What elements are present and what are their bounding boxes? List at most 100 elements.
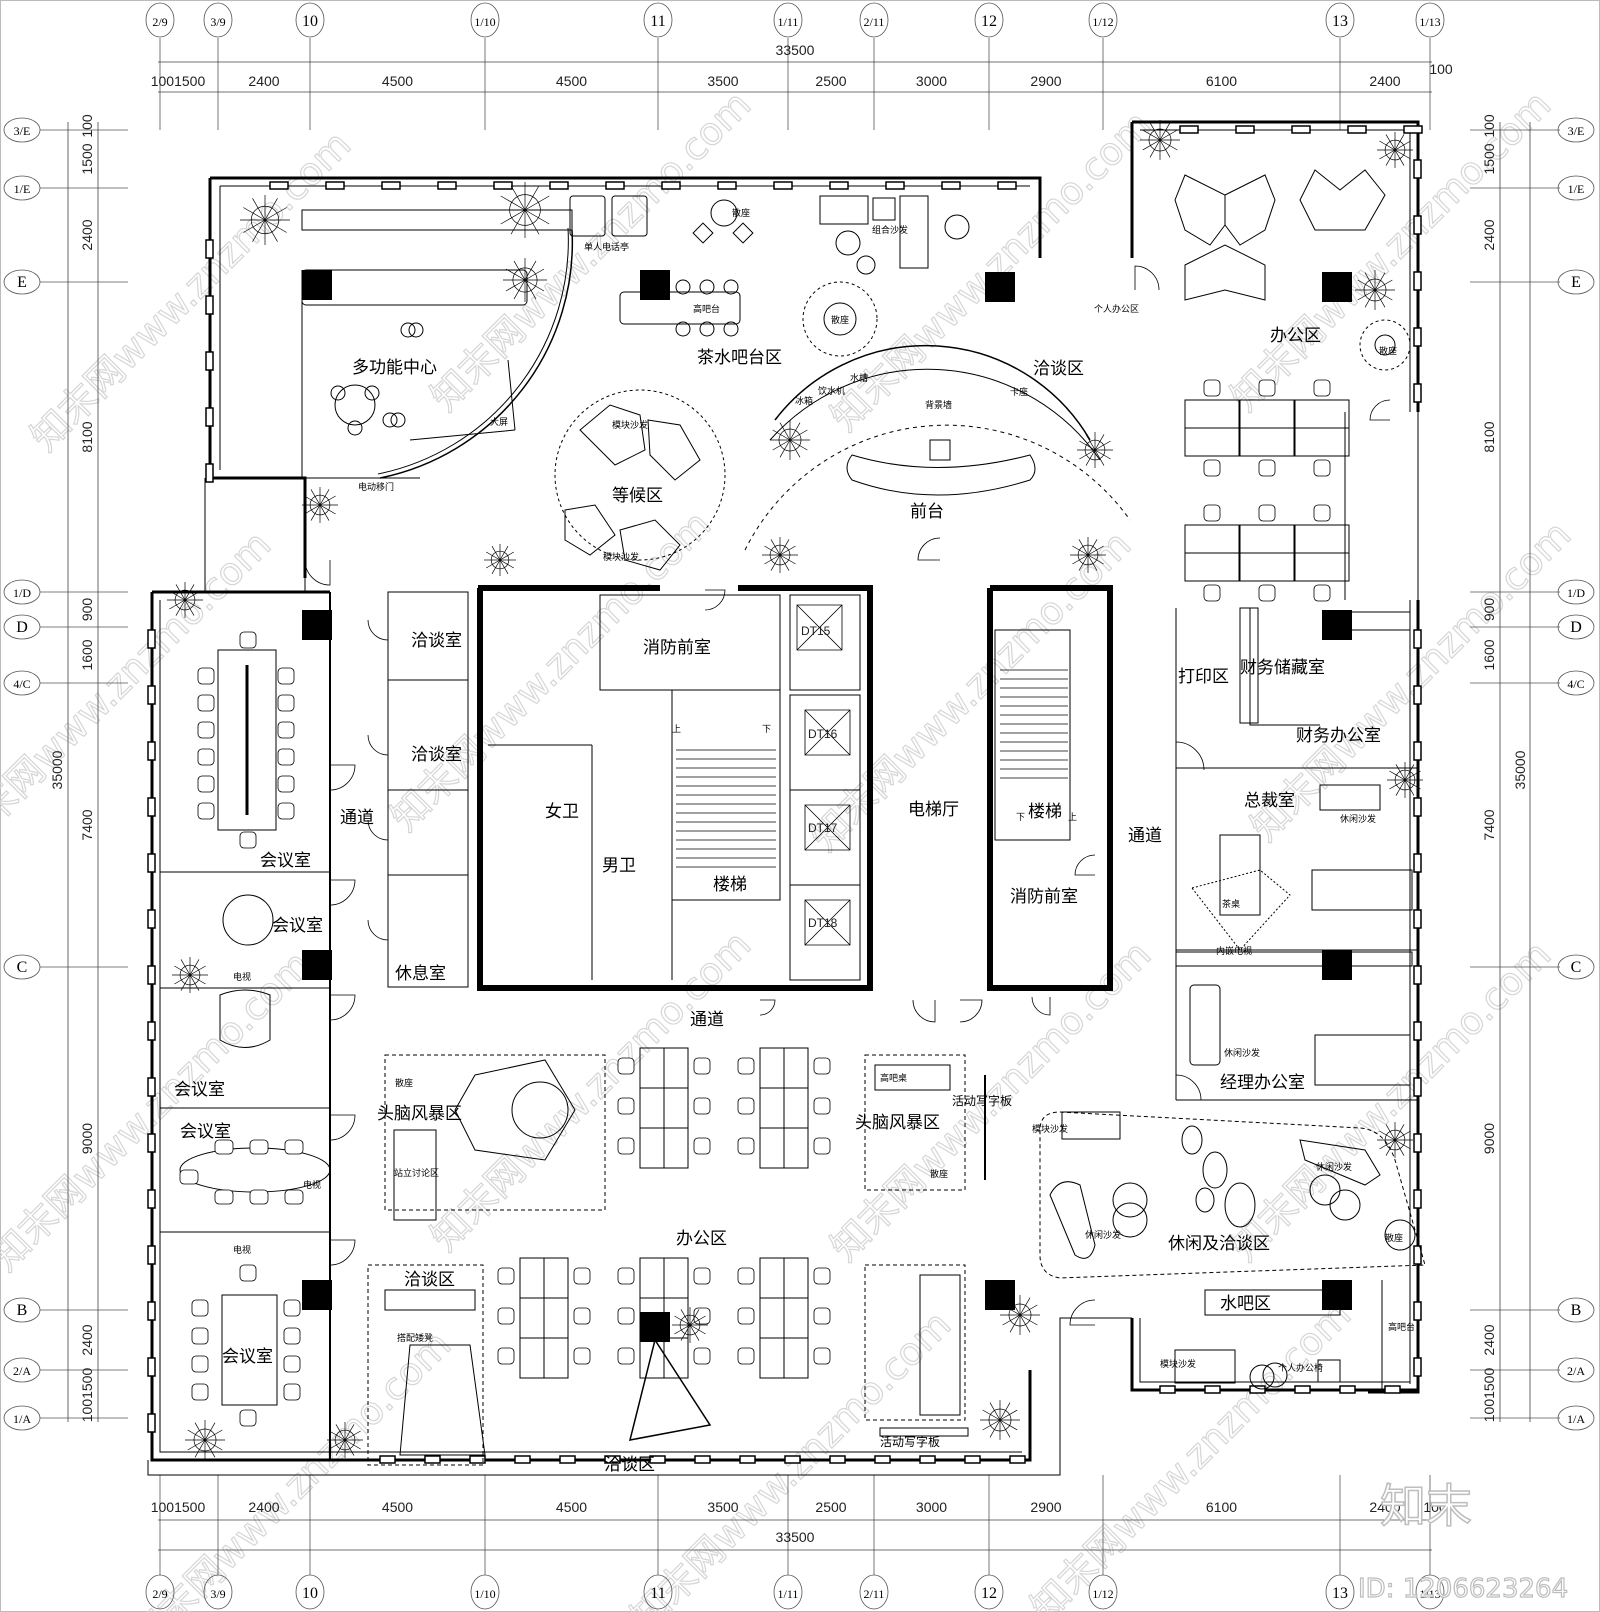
desk: [543, 1297, 569, 1339]
label-electric-door: 电动移门: [358, 481, 394, 493]
window-mullion: [147, 741, 156, 761]
axis-bubble: [203, 2, 233, 38]
desk: [1184, 524, 1240, 554]
label-elevator: DT15: [801, 624, 831, 638]
chair: [573, 1307, 591, 1325]
label-multi-function: 多功能中心: [352, 358, 437, 378]
plant-icon: [1077, 432, 1113, 468]
plants: [167, 120, 1423, 1460]
desk: [783, 1047, 809, 1089]
label-loose-seat: 散座: [395, 1077, 413, 1089]
elevator-cars: [796, 604, 851, 946]
window-mullion: [205, 239, 214, 259]
window-mullion: [269, 181, 289, 190]
window-mullion: [1413, 909, 1422, 929]
chair: [191, 1327, 209, 1345]
dimension-bottom: 3500: [707, 1499, 738, 1515]
plant-icon: [1000, 1295, 1040, 1335]
dimension-left: 1001500: [79, 1368, 95, 1423]
service-core: [477, 585, 1113, 991]
window-mullion: [1384, 1385, 1401, 1394]
window-mullion: [1291, 125, 1311, 134]
window-mullion: [424, 1455, 441, 1464]
door-swing: [1031, 996, 1051, 1016]
chairs: [179, 379, 1331, 1427]
label-tv: 电视: [233, 971, 251, 983]
axis-bubble: [859, 1574, 889, 1610]
structural-columns: [302, 270, 1352, 1342]
chair: [277, 775, 295, 793]
west-rooms: [160, 591, 469, 1460]
chair: [239, 831, 257, 849]
dimension-bottom: 2500: [815, 1499, 846, 1515]
window-mullion: [205, 295, 214, 315]
column: [985, 1280, 1015, 1310]
chair: [737, 1097, 755, 1115]
chair: [214, 1139, 234, 1155]
axis-label-1-13: 1/13: [1419, 15, 1440, 29]
window-mullion: [147, 1133, 156, 1153]
chair: [737, 1307, 755, 1325]
multi-function-center: [301, 209, 574, 479]
label-fridge: 冰箱: [795, 395, 813, 407]
plant-icon: [762, 537, 798, 573]
axis-bubble: [3, 670, 41, 696]
window-mullion: [1413, 797, 1422, 817]
axis-label-11: 11: [650, 1585, 665, 1602]
window-mullion: [941, 181, 961, 190]
dimension-right: 7400: [1481, 809, 1497, 840]
label-print-area: 打印区: [1178, 667, 1229, 687]
desk: [1239, 552, 1295, 582]
watermark-text: 知末网www.znzmo.com: [1222, 932, 1559, 1269]
window-mullion: [1413, 383, 1422, 403]
chair: [573, 1267, 591, 1285]
label-elevator: DT18: [808, 916, 838, 930]
dimension-top: 2400: [1369, 73, 1400, 89]
dimension-bottom: 4500: [382, 1499, 413, 1515]
desk: [639, 1127, 665, 1169]
chair: [1313, 379, 1331, 397]
desk: [1239, 524, 1295, 554]
plant-icon: [240, 195, 290, 245]
window-mullion: [147, 1077, 156, 1097]
column: [302, 1280, 332, 1310]
door-swing: [367, 734, 389, 756]
axis-label-1-D: 1/D: [1567, 586, 1585, 600]
chair: [283, 1383, 301, 1401]
chair: [277, 667, 295, 685]
window-mullion: [205, 463, 214, 483]
column: [1322, 950, 1352, 980]
axis-bubble: [470, 1574, 500, 1610]
window-mullion: [694, 1455, 711, 1464]
window-mullion: [661, 181, 681, 190]
window-mullion: [437, 181, 457, 190]
overall-width-bottom: 33500: [776, 1529, 815, 1545]
chair: [813, 1097, 831, 1115]
window-mullion: [1413, 159, 1422, 179]
dimension-bottom: 3000: [916, 1499, 947, 1515]
label-office-s: 办公区: [676, 1229, 727, 1249]
axis-bubble: [1557, 117, 1595, 143]
dimension-left: 2400: [79, 219, 95, 250]
dimension-left: 9000: [79, 1123, 95, 1154]
chair: [1313, 504, 1331, 522]
window-mullion: [205, 407, 214, 427]
label-feature-wall: 背景墙: [925, 399, 952, 411]
axis-label-1-E: 1/E: [1568, 182, 1585, 196]
window-mullion: [147, 965, 156, 985]
desk: [783, 1087, 809, 1129]
window-mullion: [1159, 1385, 1176, 1394]
axis-label-2-11: 2/11: [864, 1587, 885, 1601]
desk: [759, 1297, 785, 1339]
desk: [543, 1257, 569, 1299]
label-phone-booth: 单人电话亭: [584, 241, 629, 253]
label-corridor-w: 通道: [340, 808, 374, 828]
axis-label-1-E: 1/E: [14, 182, 31, 196]
window-mullion: [885, 181, 905, 190]
window-mullion: [919, 1455, 936, 1464]
axis-bubble: [1557, 269, 1595, 295]
label-loose-seat: 散座: [1385, 1232, 1403, 1244]
dimension-left: 100: [79, 114, 95, 138]
dimension-right: 2400: [1481, 1324, 1497, 1355]
